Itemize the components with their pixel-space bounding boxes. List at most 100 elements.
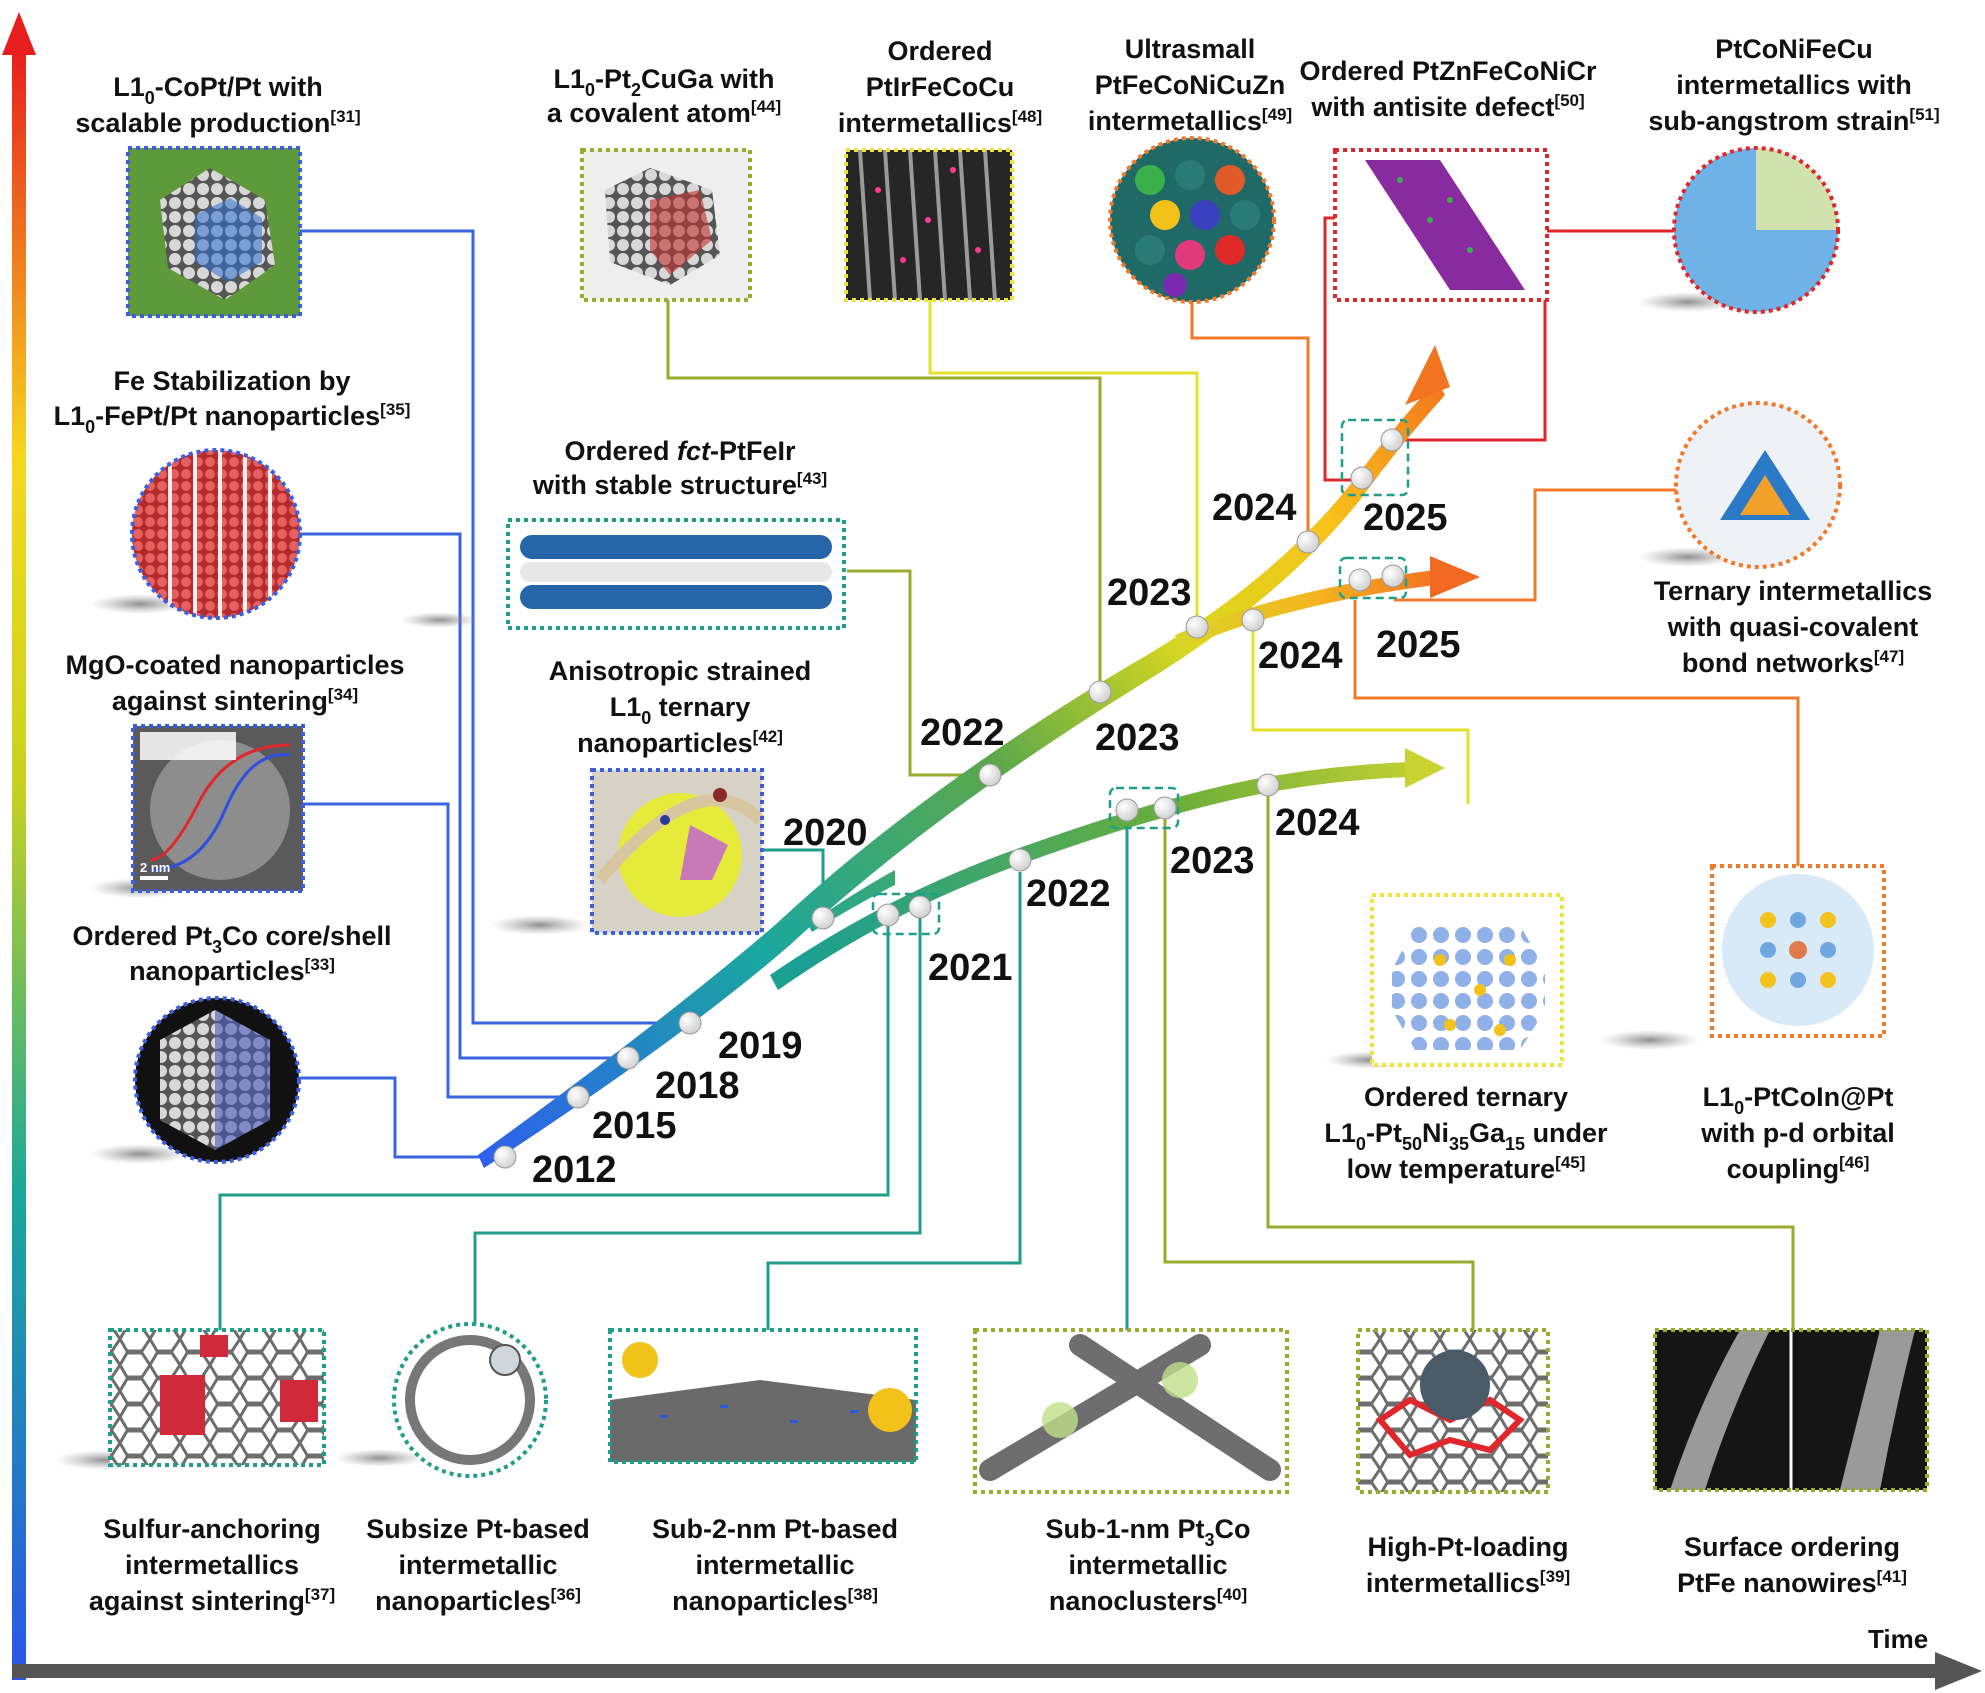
connector-2022-s2 — [766, 872, 1022, 1330]
caption-aniso-line1: Anisotropic strained — [549, 656, 812, 686]
year-node-dot — [1381, 564, 1405, 588]
connector-2025-cofe — [1395, 229, 1674, 442]
inset-aniso — [490, 768, 765, 935]
scale-bar-label: 2 nm — [140, 860, 170, 875]
caption-cuga-line2: a covalent atom[44] — [547, 97, 781, 128]
inset-zn — [1333, 148, 1549, 302]
inset-tern — [1638, 401, 1842, 569]
inset-s1 — [973, 1328, 1289, 1494]
year-node-dot — [566, 1085, 590, 1109]
inset-mgo: 2 nm — [90, 724, 305, 898]
connector-2025-in — [1353, 600, 1800, 866]
caption-in-line2: with p-d orbital — [1700, 1118, 1894, 1148]
inset-s2 — [608, 1328, 918, 1464]
caption-ir-line1: Ordered — [887, 36, 992, 66]
caption-s2-line2: intermetallic — [695, 1550, 854, 1580]
year-node-dot — [1185, 615, 1209, 639]
connector-2024-sf — [1266, 785, 1795, 1330]
highlight-boxes — [871, 418, 1410, 936]
caption-ni-line3: low temperature[45] — [1347, 1153, 1586, 1184]
caption-pt3co-line2: nanoparticles[33] — [129, 955, 335, 986]
inset-fept — [90, 448, 302, 620]
year-node-dot — [876, 903, 900, 927]
year-node-dot — [978, 763, 1002, 787]
caption-us-line1: Ultrasmall — [1125, 34, 1256, 64]
caption-ni-line1: Ordered ternary — [1364, 1082, 1568, 1112]
year-node-dot — [1380, 428, 1404, 452]
year-node-dot — [1088, 680, 1112, 704]
caption-s-line1: Sulfur-anchoring — [103, 1514, 321, 1544]
caption-hp-line1: High-Pt-loading — [1368, 1532, 1569, 1562]
caption-tern-line1: Ternary intermetallics — [1654, 576, 1933, 606]
caption-pt3co-line1: Ordered Pt3Co core/shell — [72, 921, 391, 957]
caption-s-line3: against sintering[37] — [89, 1585, 335, 1616]
caption-mgo-line2: against sintering[34] — [112, 685, 358, 716]
connector-2019 — [300, 229, 690, 1025]
inset-ir — [844, 148, 1014, 302]
year-label: 2023 — [1095, 717, 1180, 759]
x-axis: Time — [12, 1624, 1982, 1690]
caption-ir-line3: intermetallics[48] — [838, 107, 1042, 138]
inset-cofe — [1638, 146, 1840, 314]
caption-aniso-line2: L10 ternary — [610, 692, 751, 728]
caption-fct-line2: with stable structure[43] — [532, 469, 827, 500]
connector-2025-tern — [1394, 488, 1690, 602]
caption-tern-line2: with quasi-covalent — [1667, 612, 1919, 642]
year-label: 2023 — [1170, 840, 1255, 882]
caption-cofe-line3: sub-angstrom strain[51] — [1648, 105, 1939, 136]
caption-ir-line2: PtIrFeCoCu — [866, 72, 1015, 102]
year-node-dot — [1115, 798, 1139, 822]
caption-fe-line2: L10-FePt/Pt nanoparticles[35] — [54, 400, 411, 437]
year-node-dot — [1350, 466, 1374, 490]
caption-aniso-line3: nanoparticles[42] — [577, 727, 783, 758]
caption-tern-line3: bond networks[47] — [1682, 647, 1904, 678]
connector-2024-ni — [1251, 727, 1470, 804]
inset-us — [1108, 136, 1276, 304]
year-label: 2021 — [928, 947, 1013, 989]
year-label: 2024 — [1212, 487, 1297, 529]
inset-s — [55, 1328, 326, 1470]
inset-ni — [1325, 893, 1564, 1069]
caption-s-line2: intermetallics — [125, 1550, 299, 1580]
inset-hp — [1356, 1328, 1550, 1494]
caption-fe-line1: Fe Stabilization by — [113, 366, 350, 396]
inset-sub — [335, 1322, 548, 1478]
year-node-dot — [1348, 568, 1372, 592]
connector-2021-sub — [473, 1035, 922, 1330]
inset-sf — [1653, 1328, 1929, 1492]
caption-cofe-line2: intermetallics with — [1676, 70, 1912, 100]
caption-sub-line3: nanoparticles[36] — [375, 1585, 581, 1616]
year-node-dot — [1256, 773, 1280, 797]
caption-s2-line1: Sub-2-nm Pt-based — [652, 1514, 898, 1544]
year-node-dot — [811, 906, 835, 930]
caption-s1-line3: nanoclusters[40] — [1049, 1585, 1247, 1616]
caption-s2-line3: nanoparticles[38] — [672, 1585, 878, 1616]
caption-zn-line2: with antisite defect[50] — [1310, 91, 1584, 122]
connector-2023-hp — [1163, 810, 1475, 1330]
year-node-dot — [908, 895, 932, 919]
year-node-dot — [1241, 608, 1265, 632]
connector-2022-fct — [847, 569, 990, 777]
inset-in — [1600, 864, 1886, 1050]
caption-sub-line1: Subsize Pt-based — [366, 1514, 590, 1544]
right-arrow-time-axis — [1935, 1652, 1982, 1690]
caption-in-line3: coupling[46] — [1727, 1153, 1870, 1184]
year-label: 2023 — [1107, 572, 1192, 614]
caption-cuga-line1: L10-Pt2CuGa with — [553, 64, 774, 100]
year-node-dots — [493, 428, 1405, 1169]
caption-copt-line2: scalable production[31] — [75, 107, 360, 138]
year-label: 2025 — [1376, 624, 1461, 666]
connector-2025-zn — [1323, 216, 1362, 482]
inset-cuga — [580, 148, 752, 302]
year-label: 2019 — [718, 1025, 803, 1067]
caption-us-line2: PtFeCoNiCuZn — [1095, 70, 1285, 100]
inset-copt — [126, 146, 302, 318]
year-node-dot — [1153, 796, 1177, 820]
connector-2015 — [300, 802, 578, 1099]
year-node-dot — [616, 1046, 640, 1070]
year-label: 2022 — [920, 712, 1005, 754]
caption-sub-line2: intermetallic — [398, 1550, 557, 1580]
caption-ni-line2: L10-Pt50Ni35Ga15 under — [1324, 1118, 1608, 1154]
connector-2023-ir — [928, 296, 1199, 627]
